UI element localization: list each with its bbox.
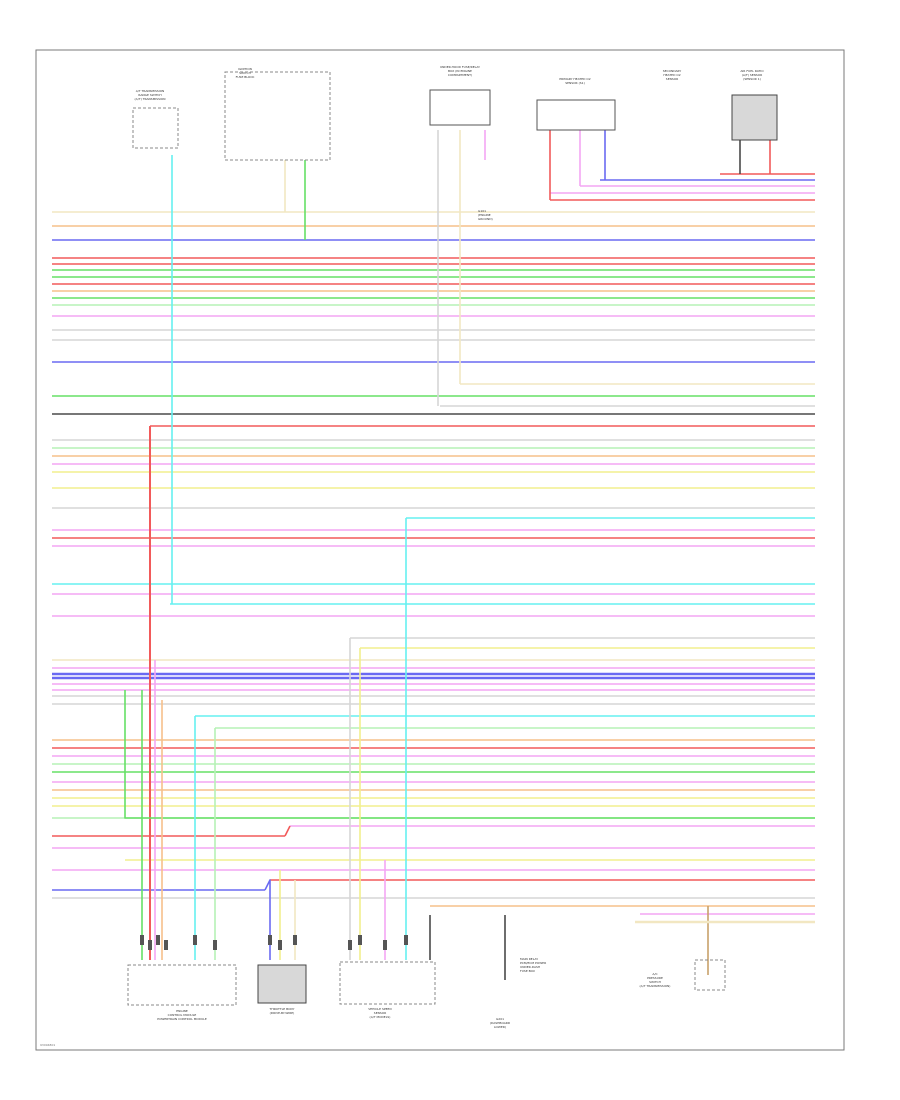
afr-sensor-label: (SENSOR 1) — [743, 77, 761, 81]
vss-label: VEHICLE SPEED — [368, 1007, 392, 1011]
routed-wire — [284, 825, 291, 837]
connector-pin — [293, 935, 297, 945]
vss-label: SENSOR — [374, 1011, 386, 1015]
afr-sensor-box — [731, 94, 778, 141]
routed-wire — [264, 879, 271, 960]
oxygen-sensor-label: SENSOR (S1) — [565, 81, 585, 85]
junction-top-label: COMPARTMENT) — [448, 73, 472, 77]
ignition-label: SWITCH — [239, 71, 251, 75]
vss-box — [339, 961, 436, 1005]
relay-label: FUSE BOX — [520, 969, 535, 973]
ecm-label: ENGINE — [176, 1009, 188, 1013]
diagram-frame — [35, 49, 845, 1051]
ground-top-label: G101 — [478, 209, 486, 213]
junction-top-label: BOX (IN ENGINE — [448, 69, 472, 73]
ground-bottom-label: G201 — [496, 1017, 504, 1021]
footer-code: 93094801 — [40, 1043, 55, 1047]
vertical-wire — [124, 690, 815, 819]
vss-label: (A/T MODELS) — [370, 1015, 391, 1019]
ground-bottom-label: (DASHBOARD — [490, 1021, 511, 1025]
ignition-box — [224, 71, 331, 161]
afr-sensor-label: AIR FUEL RATIO — [740, 69, 764, 73]
throttle-body-box — [257, 964, 307, 1004]
connector-pin — [358, 935, 362, 945]
ignition-label: FUSE BLOCK — [236, 75, 256, 79]
at-switch-label: RANGE SWITCH — [138, 93, 161, 97]
ecm-box — [127, 964, 237, 1006]
connector-pin — [383, 940, 387, 950]
oxygen-sensor-box — [536, 99, 616, 131]
junction-top-box — [429, 89, 491, 126]
oxygen-sensor-label: PRIMARY HEATED O2 — [559, 77, 590, 81]
throttle-body-label: THROTTLE BODY — [268, 1007, 294, 1011]
connector-pin — [268, 935, 272, 945]
connector-pin — [193, 935, 197, 945]
at-switch-label: (A/T) TRANSMISSION — [135, 97, 166, 101]
relay-label: MAIN RELAY — [520, 957, 538, 961]
connector-pin — [348, 940, 352, 950]
throttle-body-label: (DRIVE-BY-WIRE) — [270, 1011, 295, 1015]
at-switch-box — [132, 107, 179, 149]
connector-pin — [148, 940, 152, 950]
pressure-switch-label: A/C — [652, 972, 657, 976]
pressure-switch-label: SWITCH — [649, 980, 661, 984]
connector-pin — [213, 940, 217, 950]
wire-group — [52, 130, 815, 980]
connector-pin — [156, 935, 160, 945]
ground-bottom-label: LOWER) — [494, 1025, 506, 1029]
ground-top-label: (ENGINE — [478, 213, 491, 217]
throttle-sensor-label: HEATED O2 — [663, 73, 680, 77]
junction-top-label: UNDER-HOOD FUSE/RELAY — [440, 65, 480, 69]
connector-pin — [164, 940, 168, 950]
ecm-label: CONTROL MODULE — [168, 1013, 197, 1017]
at-switch-label: A/T TRANSMISSION — [136, 89, 165, 93]
throttle-sensor-label: SENSOR — [666, 77, 678, 81]
connector-pin — [404, 935, 408, 945]
ecm-label: POWERTRAIN CONTROL MODULE — [157, 1017, 207, 1021]
pressure-switch-label: PRESSURE — [647, 976, 663, 980]
pressure-switch-label: (A/T TRANSMISSION) — [640, 984, 671, 988]
connector-pin — [278, 940, 282, 950]
connector-pin — [140, 935, 144, 945]
relay-label: PCM/ECM POWER — [520, 961, 546, 965]
pressure-switch-box — [694, 959, 726, 991]
afr-sensor-label: (A/F) SENSOR — [742, 73, 762, 77]
ground-top-label: GROUND) — [478, 217, 493, 221]
ignition-label: IGNITION — [238, 67, 252, 71]
relay-label: UNDER-DASH — [520, 965, 540, 969]
throttle-sensor-label: SECONDARY — [663, 69, 682, 73]
